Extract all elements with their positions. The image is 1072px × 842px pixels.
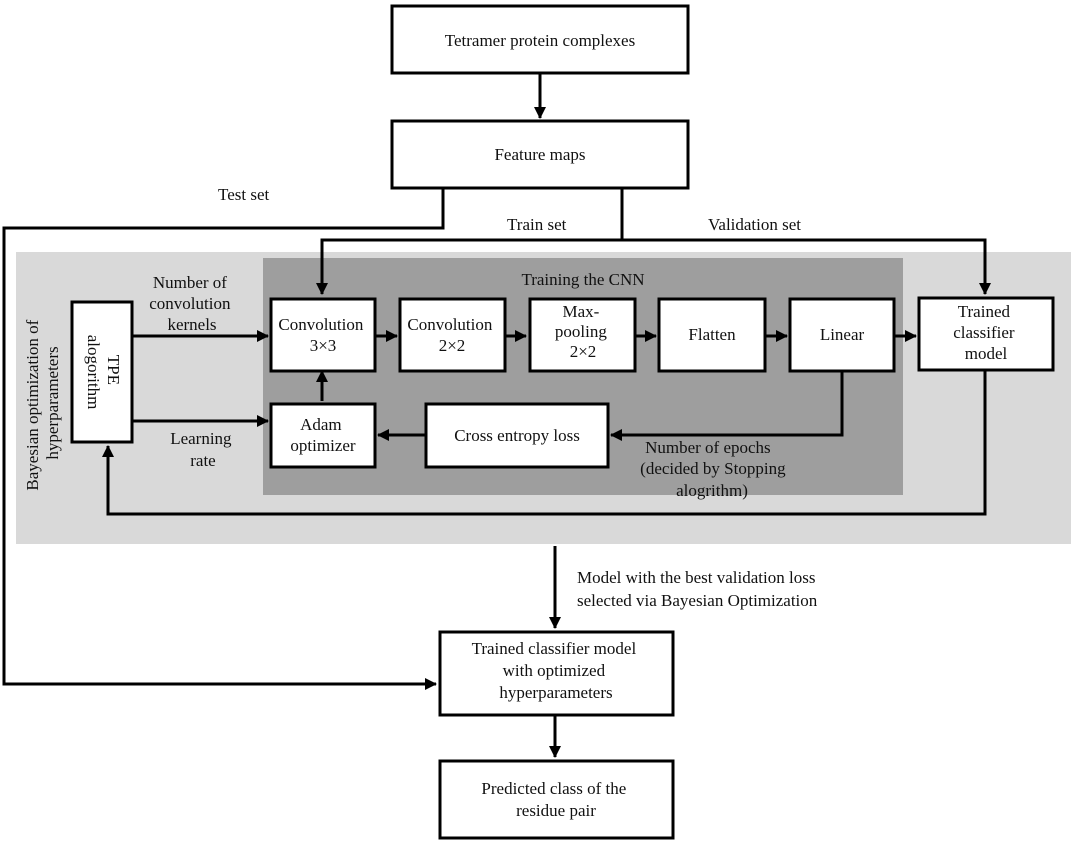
conv2-box xyxy=(398,297,507,373)
test-set-label: Test set xyxy=(218,185,269,204)
training-cnn-label: Training the CNN xyxy=(521,270,644,289)
linear-text: Linear xyxy=(820,325,865,344)
adam-box xyxy=(269,402,377,469)
kernels-label: Number of convolution kernels xyxy=(149,273,234,334)
conv3-text: Convolution 3×3 xyxy=(278,315,367,355)
flatten-box xyxy=(657,297,767,373)
bayesian-label: Bayesian optimization of hyperparameters xyxy=(23,315,62,490)
train-set-label: Train set xyxy=(507,215,567,234)
maxpool-text: Max- pooling 2×2 xyxy=(555,302,611,361)
maxpool-box xyxy=(528,297,637,373)
epochs-label: Number of epochs (decided by Stopping al… xyxy=(640,438,790,500)
validation-set-label: Validation set xyxy=(708,215,801,234)
optimized-model-text: Trained classifier model with optimized … xyxy=(472,639,641,702)
trained-model-box xyxy=(917,296,1055,372)
best-model-label: Model with the best validation loss sele… xyxy=(577,568,820,610)
tpe-text: TPE alogorithm xyxy=(84,335,123,410)
learning-rate-label: Learning rate xyxy=(170,429,236,470)
tetramer-text: Tetramer protein complexes xyxy=(445,31,635,50)
flatten-text: Flatten xyxy=(688,325,736,344)
arrow-linear-to-loss xyxy=(610,371,844,441)
arrow-validation-set xyxy=(622,238,991,295)
optimized-model-box xyxy=(438,630,675,717)
conv2-text: Convolution 2×2 xyxy=(407,315,496,355)
cross-entropy-box xyxy=(424,402,610,469)
arrow-test-set xyxy=(2,188,445,690)
linear-box xyxy=(788,297,896,373)
tpe-box xyxy=(70,300,134,444)
tetramer-box xyxy=(390,4,690,75)
cross-entropy-text: Cross entropy loss xyxy=(454,426,580,445)
arrow-train-set xyxy=(316,188,624,295)
conv3-box xyxy=(269,297,377,373)
predicted-class-text: Predicted class of the residue pair xyxy=(481,779,630,820)
feature-maps-box xyxy=(390,119,690,190)
trained-model-text: Trained classifier model xyxy=(953,302,1019,363)
arrow-trained-to-tpe xyxy=(102,370,987,516)
adam-text: Adam optimizer xyxy=(290,415,355,455)
feature-maps-text: Feature maps xyxy=(494,145,585,164)
predicted-class-box xyxy=(438,759,675,840)
